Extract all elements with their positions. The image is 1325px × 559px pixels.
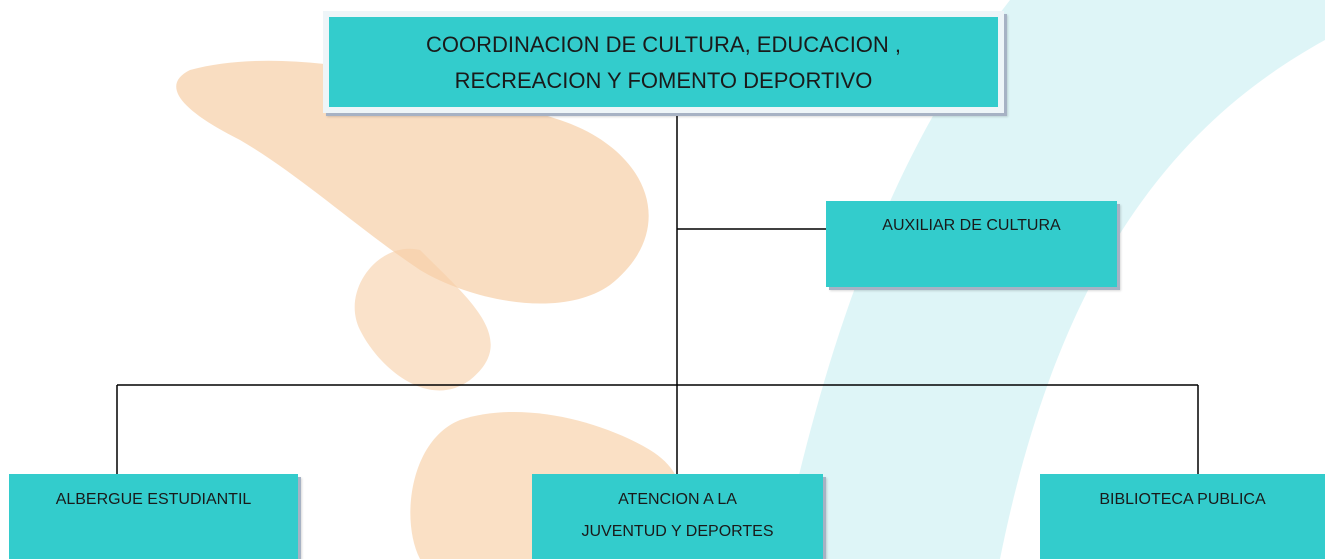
coordination-title-line-2: RECREACION Y FOMENTO DEPORTIVO [454, 68, 873, 93]
department-box-biblioteca: BIBLIOTECA PUBLICA [1040, 474, 1325, 559]
department-label-line-1: ATENCION A LA [618, 491, 737, 508]
coordination-title-line-1: COORDINACION DE CULTURA, EDUCACION , [425, 32, 902, 57]
watermark-orange-hand-upper [176, 60, 649, 304]
assistant-label: AUXILIAR DE CULTURA [882, 217, 1061, 234]
department-label: ALBERGUE ESTUDIANTIL [55, 491, 252, 508]
department-box-albergue: ALBERGUE ESTUDIANTIL [9, 474, 298, 559]
department-label: BIBLIOTECA PUBLICA [1099, 491, 1266, 508]
watermark-orange-hand-fingers [354, 248, 491, 391]
assistant-box: AUXILIAR DE CULTURA [826, 201, 1117, 287]
department-box-atencion: ATENCION A LA JUVENTUD Y DEPORTES [532, 474, 823, 559]
coordination-box: COORDINACION DE CULTURA, EDUCACION , REC… [323, 11, 1004, 113]
department-label-line-2: JUVENTUD Y DEPORTES [581, 523, 774, 540]
